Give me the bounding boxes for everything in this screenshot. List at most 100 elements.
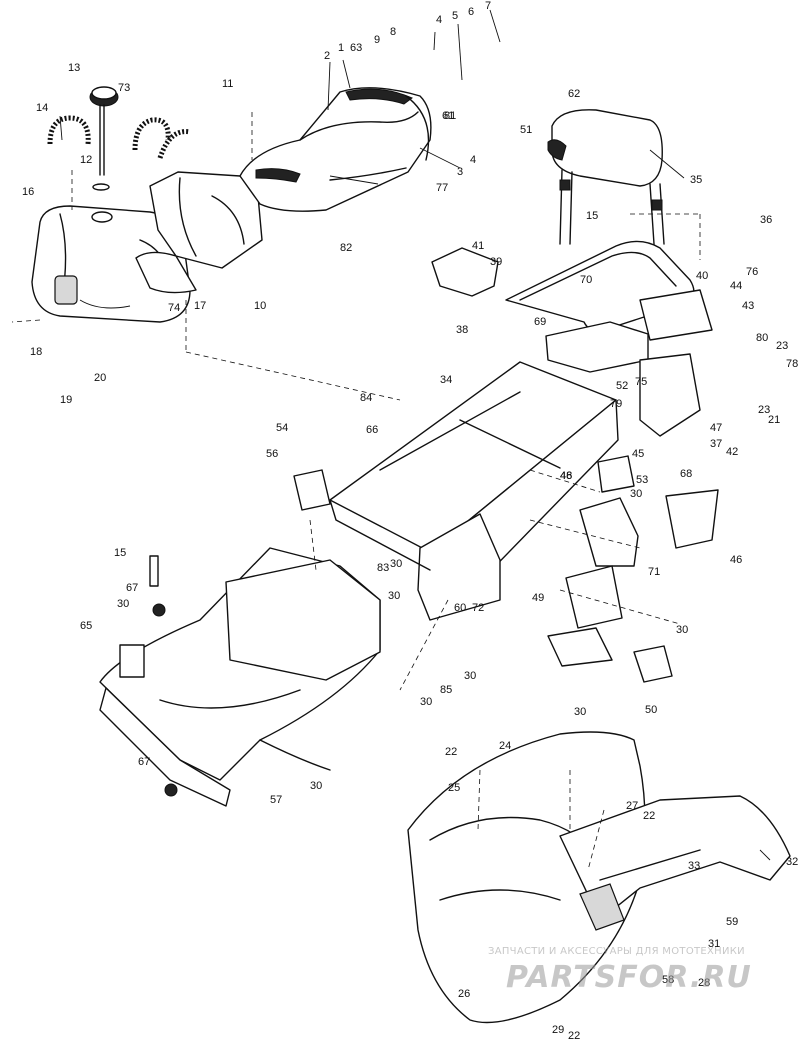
callout-44: 44 xyxy=(730,280,743,292)
callout-59: 59 xyxy=(726,916,739,928)
callout-66: 66 xyxy=(366,424,379,436)
callout-11: 11 xyxy=(222,78,234,90)
callout-1: 1 xyxy=(338,42,345,54)
callout-48: 48 xyxy=(560,470,573,482)
callout-22c: 22 xyxy=(568,1030,581,1040)
callout-20: 20 xyxy=(94,372,107,384)
callout-3: 3 xyxy=(457,166,464,178)
callout-58: 58 xyxy=(662,974,675,986)
callout-22a: 22 xyxy=(445,746,458,758)
callout-69: 69 xyxy=(534,316,547,328)
callout-30d: 30 xyxy=(464,670,477,682)
callout-30e: 30 xyxy=(574,706,587,718)
callout-67a: 67 xyxy=(126,582,139,594)
callout-76: 76 xyxy=(746,266,759,278)
callout-38: 38 xyxy=(456,324,469,336)
callout-7: 7 xyxy=(485,0,492,12)
callout-60: 60 xyxy=(454,602,467,614)
callout-39: 39 xyxy=(490,256,503,268)
watermark-tagline: ЗАПЧАСТИ И АКСЕССУАРЫ ДЛЯ МОТОТЕХНИКИ xyxy=(488,946,745,957)
callout-85: 85 xyxy=(440,684,453,696)
callout-74: 74 xyxy=(168,302,181,314)
callout-45: 45 xyxy=(632,448,645,460)
callout-30a: 30 xyxy=(388,590,401,602)
callout-31: 31 xyxy=(708,938,721,950)
callout-73: 73 xyxy=(118,82,131,94)
callout-77: 77 xyxy=(436,182,449,194)
callout-52: 52 xyxy=(616,380,629,392)
misc-hardware xyxy=(149,469,331,797)
callout-16: 16 xyxy=(22,186,35,198)
watermark-logo: PARTSFOR.RU xyxy=(506,960,752,995)
callout-30i: 30 xyxy=(390,558,403,570)
leader-lines xyxy=(11,112,701,871)
callout-72: 72 xyxy=(472,602,485,614)
callout-80: 80 xyxy=(756,332,769,344)
callout-18: 18 xyxy=(30,346,43,358)
callout-70: 70 xyxy=(580,274,593,286)
callout-9: 9 xyxy=(374,34,381,46)
callout-26: 26 xyxy=(458,988,471,1000)
callout-5: 5 xyxy=(452,10,459,22)
callout-36: 36 xyxy=(760,214,773,226)
callout-23b: 23 xyxy=(758,404,771,416)
rear-rack xyxy=(431,240,713,373)
callout-71: 71 xyxy=(648,566,661,578)
callout-35: 35 xyxy=(690,174,703,186)
callout-56: 56 xyxy=(266,448,279,460)
callout-23a: 23 xyxy=(776,340,789,352)
callout-30b: 30 xyxy=(117,598,130,610)
callout-24: 24 xyxy=(499,740,512,752)
right-brackets xyxy=(547,353,719,683)
callout-42: 42 xyxy=(726,446,739,458)
callout-leaders xyxy=(59,9,771,861)
front-console xyxy=(135,171,263,294)
callout-22b: 22 xyxy=(643,810,656,822)
callout-28: 28 xyxy=(698,977,711,989)
callout-41: 41 xyxy=(472,240,485,252)
callout-8: 8 xyxy=(390,26,397,38)
chassis-tunnel xyxy=(329,361,619,621)
callout-15a: 15 xyxy=(586,210,599,222)
callout-78: 78 xyxy=(786,358,799,370)
callout-47: 47 xyxy=(710,422,723,434)
fuel-hoses xyxy=(47,115,191,159)
callout-17: 17 xyxy=(194,300,207,312)
callout-79: 79 xyxy=(610,398,623,410)
callout-81: 81 xyxy=(444,110,457,122)
callout-82: 82 xyxy=(340,242,353,254)
front-frame xyxy=(99,547,381,807)
callout-75: 75 xyxy=(635,376,648,388)
callout-32: 32 xyxy=(786,856,799,868)
callout-4a: 4 xyxy=(436,14,443,26)
hood xyxy=(407,731,791,1024)
callout-4b: 4 xyxy=(470,154,477,166)
grommet xyxy=(92,183,110,191)
callout-27: 27 xyxy=(626,800,639,812)
callout-49: 49 xyxy=(532,592,545,604)
callout-14: 14 xyxy=(36,102,49,114)
callout-2: 2 xyxy=(324,50,331,62)
callout-62: 62 xyxy=(568,88,581,100)
callout-51: 51 xyxy=(520,124,533,136)
callout-34: 34 xyxy=(440,374,453,386)
callout-65: 65 xyxy=(80,620,93,632)
callout-46b: 46 xyxy=(730,554,743,566)
callout-15b: 15 xyxy=(114,547,127,559)
callout-30f: 30 xyxy=(676,624,689,636)
callout-50: 50 xyxy=(645,704,658,716)
callout-12: 12 xyxy=(80,154,93,166)
callout-43: 43 xyxy=(742,300,755,312)
callout-25: 25 xyxy=(448,782,461,794)
callout-40: 40 xyxy=(696,270,709,282)
callout-84: 84 xyxy=(360,392,373,404)
callout-10: 10 xyxy=(254,300,267,312)
callout-57: 57 xyxy=(270,794,283,806)
callout-63: 63 xyxy=(350,42,363,54)
callout-37: 37 xyxy=(710,438,723,450)
fuel-cap xyxy=(89,86,119,176)
backrest xyxy=(547,109,665,245)
callout-19: 19 xyxy=(60,394,73,406)
